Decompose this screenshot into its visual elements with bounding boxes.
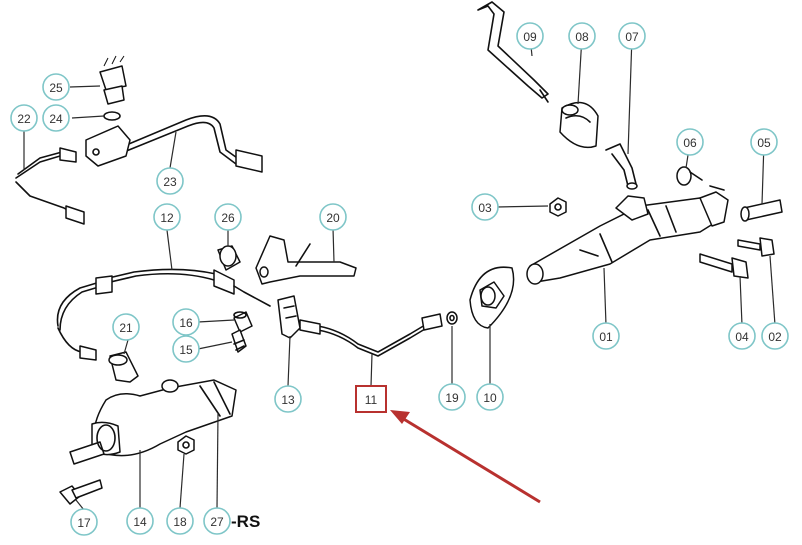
callout-16[interactable]: 16	[172, 308, 200, 336]
callout-26[interactable]: 26	[214, 203, 242, 231]
callout-13-label: 13	[281, 393, 295, 407]
callout-24-label: 24	[49, 112, 63, 126]
callout-11-label: 11	[365, 393, 378, 407]
callout-12[interactable]: 12	[153, 203, 181, 231]
callout-21-label: 21	[119, 321, 133, 335]
callout-27[interactable]: 27 -RS	[203, 507, 260, 535]
callout-19[interactable]: 19	[438, 383, 466, 411]
callout-09[interactable]: 09	[516, 22, 544, 50]
callout-17-label: 17	[77, 516, 91, 530]
callout-01[interactable]: 01	[592, 322, 620, 350]
callout-14[interactable]: 14	[126, 507, 154, 535]
callout-14-label: 14	[133, 515, 147, 529]
callout-02[interactable]: 02	[761, 322, 789, 350]
line-art	[15, 1, 783, 505]
callout-18-label: 18	[173, 515, 187, 529]
callout-03[interactable]: 03	[471, 193, 499, 221]
callout-10[interactable]: 10	[476, 383, 504, 411]
callout-09-label: 09	[523, 30, 537, 44]
callout-25[interactable]: 25	[42, 73, 70, 101]
callout-01-label: 01	[599, 330, 613, 344]
callout-21[interactable]: 21	[112, 313, 140, 341]
callout-22-label: 22	[17, 112, 31, 126]
callout-25-label: 25	[49, 81, 63, 95]
callout-08[interactable]: 08	[568, 22, 596, 50]
callout-07[interactable]: 07	[618, 22, 646, 50]
callout-05[interactable]: 05	[750, 128, 778, 156]
callout-20[interactable]: 20	[319, 203, 347, 231]
callout-22[interactable]: 22	[10, 104, 38, 132]
callout-03-label: 03	[478, 201, 492, 215]
callout-26-label: 26	[221, 211, 235, 225]
callout-18[interactable]: 18	[166, 507, 194, 535]
callout-23-label: 23	[163, 175, 177, 189]
callout-27-label: 27	[210, 515, 224, 529]
callout-15-label: 15	[179, 343, 193, 357]
callout-02-label: 02	[768, 330, 782, 344]
callout-12-label: 12	[160, 211, 174, 225]
callout-04-label: 04	[735, 330, 749, 344]
callout-05-label: 05	[757, 136, 771, 150]
callout-07-label: 07	[625, 30, 639, 44]
callout-13[interactable]: 13	[274, 385, 302, 413]
callout-19-label: 19	[445, 391, 459, 405]
callout-10-label: 10	[483, 391, 497, 405]
callout-27-suffix: -RS	[231, 512, 260, 531]
callout-11[interactable]: 11	[355, 385, 387, 413]
callout-17[interactable]: 17	[70, 508, 98, 536]
callout-24[interactable]: 24	[42, 104, 70, 132]
highlight-arrow	[390, 410, 541, 504]
callout-16-label: 16	[179, 316, 193, 330]
callout-06[interactable]: 06	[676, 128, 704, 156]
callout-08-label: 08	[575, 30, 589, 44]
callout-20-label: 20	[326, 211, 340, 225]
callout-04[interactable]: 04	[728, 322, 756, 350]
callout-23[interactable]: 23	[156, 167, 184, 195]
callout-06-label: 06	[683, 136, 697, 150]
callout-15[interactable]: 15	[172, 335, 200, 363]
